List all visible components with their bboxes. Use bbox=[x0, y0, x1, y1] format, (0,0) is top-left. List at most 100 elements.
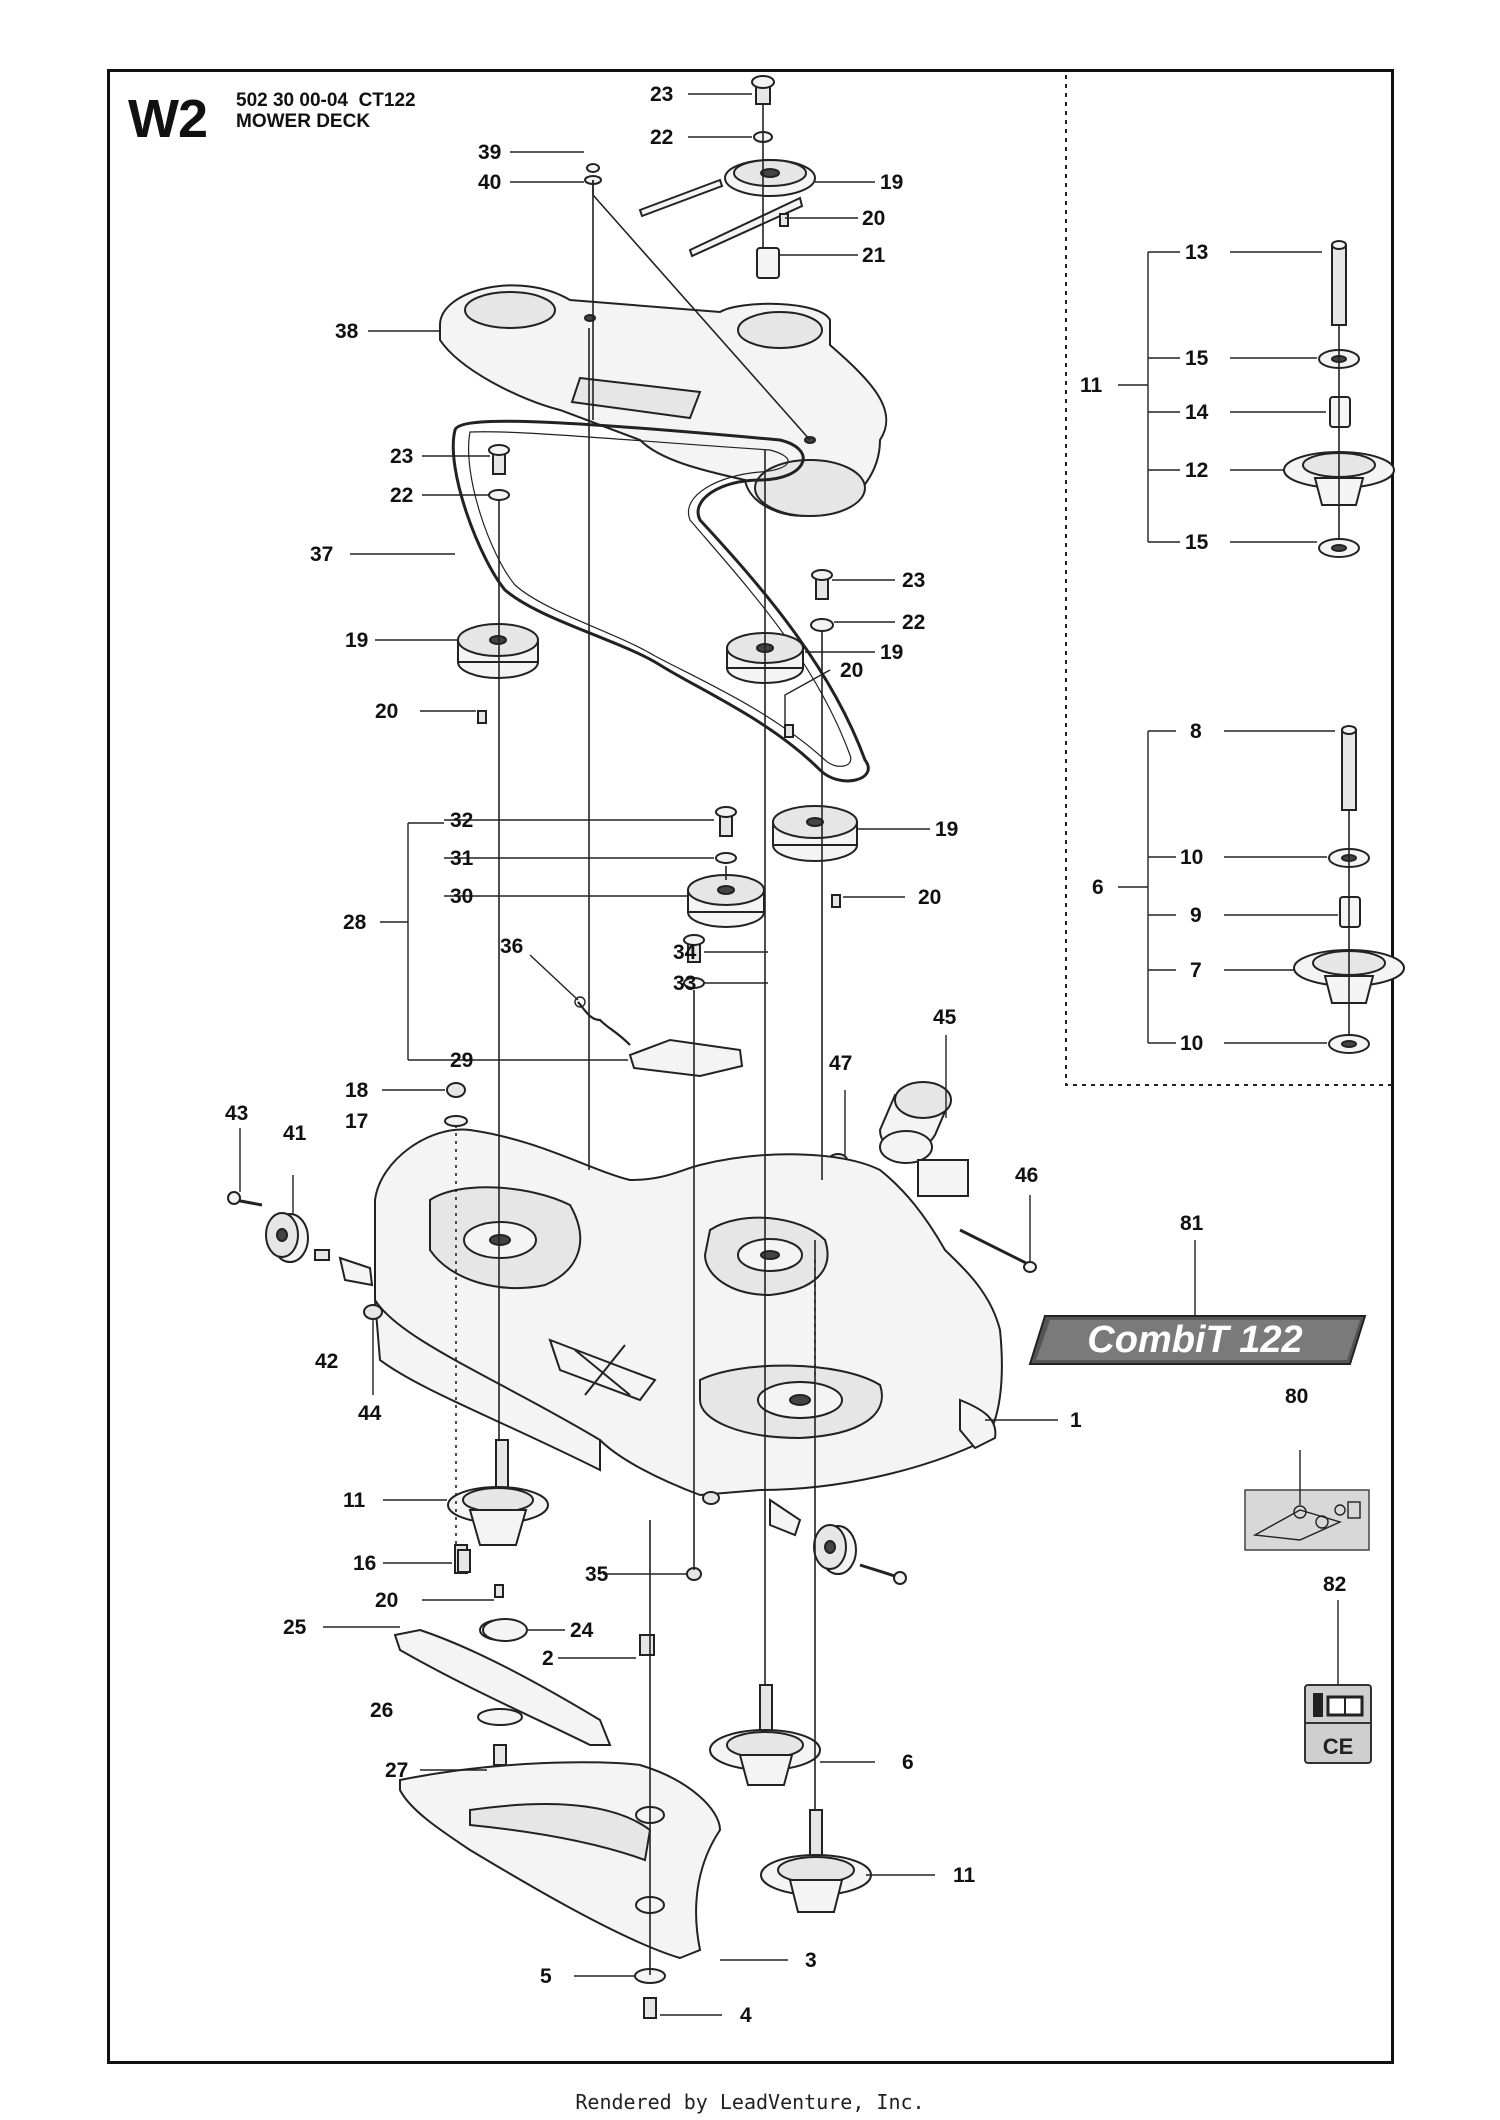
callout-81: 81 bbox=[1180, 1212, 1204, 1235]
sheet-subtitle: 502 30 00-04 CT122 MOWER DECK bbox=[236, 90, 416, 132]
callout-11: 11 bbox=[1080, 374, 1103, 397]
callout-27: 27 bbox=[385, 1759, 408, 1782]
callout-10: 10 bbox=[1180, 1032, 1203, 1055]
callout-2: 2 bbox=[542, 1647, 554, 1670]
callout-20: 20 bbox=[375, 1589, 398, 1612]
callout-24: 24 bbox=[570, 1619, 594, 1642]
callout-6: 6 bbox=[902, 1751, 914, 1774]
sheet-title: MOWER DECK bbox=[236, 111, 371, 132]
callout-11: 11 bbox=[953, 1864, 976, 1887]
badge-label: CombiT 122 bbox=[1087, 1319, 1302, 1361]
callout-47: 47 bbox=[829, 1052, 852, 1075]
callout-13: 13 bbox=[1185, 241, 1208, 264]
callout-20: 20 bbox=[862, 207, 885, 230]
model-code: CT122 bbox=[358, 90, 416, 111]
callout-7: 7 bbox=[1190, 959, 1202, 982]
callout-14: 14 bbox=[1185, 401, 1209, 424]
callout-23: 23 bbox=[390, 445, 413, 468]
drive-belt-inner bbox=[468, 431, 852, 767]
assembly-axis-lines bbox=[455, 104, 823, 1975]
pulley-right bbox=[772, 805, 858, 862]
model-badge-decal: CombiT 122 bbox=[1028, 1315, 1367, 1365]
pulley-left bbox=[457, 623, 539, 679]
callout-32: 32 bbox=[450, 809, 473, 832]
callout-29: 29 bbox=[450, 1049, 473, 1072]
belt-cover bbox=[439, 284, 888, 517]
callout-80: 80 bbox=[1285, 1385, 1308, 1408]
callout-6: 6 bbox=[1092, 876, 1104, 899]
bolt-27 bbox=[493, 1744, 507, 1766]
callout-20: 20 bbox=[375, 700, 398, 723]
spindle-right bbox=[760, 1809, 872, 1913]
callout-1: 1 bbox=[1070, 1409, 1082, 1432]
blade-guard-slot bbox=[469, 1803, 652, 1862]
top-idler-assembly bbox=[584, 75, 816, 279]
callout-19: 19 bbox=[345, 629, 368, 652]
svg-text:CE: CE bbox=[1323, 1734, 1354, 1759]
washer-17 bbox=[444, 1115, 468, 1127]
callout-35: 35 bbox=[585, 1563, 609, 1586]
belt-routing-decal bbox=[1244, 1489, 1370, 1551]
callout-26: 26 bbox=[370, 1699, 393, 1722]
tension-arm-assembly bbox=[574, 806, 765, 1078]
callout-30: 30 bbox=[450, 885, 473, 908]
sheet-id: W2 bbox=[128, 89, 208, 149]
callout-18: 18 bbox=[345, 1079, 369, 1102]
key-left bbox=[477, 710, 487, 724]
callout-40: 40 bbox=[478, 171, 501, 194]
footer-credit: Rendered by LeadVenture, Inc. bbox=[575, 2090, 925, 2114]
callout-3: 3 bbox=[805, 1949, 817, 1972]
callout-46: 46 bbox=[1015, 1164, 1038, 1187]
callout-41: 41 bbox=[283, 1122, 307, 1145]
inset-box-border bbox=[1065, 75, 1394, 1086]
callout-20: 20 bbox=[918, 886, 941, 909]
drive-belt bbox=[451, 419, 870, 783]
callout-42: 42 bbox=[315, 1350, 338, 1373]
leader-lines bbox=[239, 93, 1339, 2016]
callout-25: 25 bbox=[283, 1616, 307, 1639]
callout-31: 31 bbox=[450, 847, 474, 870]
center-left-hardware bbox=[488, 444, 834, 632]
callout-10: 10 bbox=[1180, 846, 1203, 869]
callout-23: 23 bbox=[902, 569, 925, 592]
diagram-frame bbox=[107, 69, 1394, 2064]
callout-28: 28 bbox=[343, 911, 367, 934]
callout-17: 17 bbox=[345, 1110, 368, 1133]
callout-11: 11 bbox=[343, 1489, 366, 1512]
callout-44: 44 bbox=[358, 1402, 382, 1425]
key-center bbox=[784, 724, 794, 738]
callout-5: 5 bbox=[540, 1965, 552, 1988]
callout-19: 19 bbox=[935, 818, 958, 841]
callout-19: 19 bbox=[880, 641, 903, 664]
bearing-24 bbox=[482, 1618, 528, 1642]
callout-20: 20 bbox=[840, 659, 863, 682]
rear-right-wheel bbox=[702, 1491, 907, 1585]
callout-labels: 23 22 39 40 19 20 21 38 23 22 37 23 22 1… bbox=[225, 83, 1346, 2027]
callout-43: 43 bbox=[225, 1102, 248, 1125]
callout-19: 19 bbox=[880, 171, 903, 194]
callout-38: 38 bbox=[335, 320, 359, 343]
info-ce-decal: CE bbox=[1304, 1684, 1372, 1764]
callout-39: 39 bbox=[478, 141, 501, 164]
mower-deck-housing bbox=[374, 1128, 1003, 1497]
callout-15: 15 bbox=[1185, 347, 1209, 370]
callout-21: 21 bbox=[862, 244, 886, 267]
inset-spindle-11 bbox=[1283, 240, 1395, 558]
front-left-wheel bbox=[227, 1191, 383, 1320]
callout-33: 33 bbox=[673, 972, 696, 995]
spindle-center bbox=[709, 1684, 821, 1786]
callout-82: 82 bbox=[1323, 1573, 1346, 1596]
callout-15: 15 bbox=[1185, 531, 1209, 554]
blade-guard bbox=[399, 1761, 722, 1960]
inset-spindle-6 bbox=[1293, 725, 1405, 1054]
spindle-left bbox=[447, 1439, 549, 1641]
callout-23: 23 bbox=[650, 83, 673, 106]
callout-16: 16 bbox=[353, 1552, 376, 1575]
callout-36: 36 bbox=[500, 935, 523, 958]
bolt-4 bbox=[643, 1997, 657, 2019]
callout-37: 37 bbox=[310, 543, 333, 566]
washer-26 bbox=[477, 1708, 523, 1726]
bolt-16 bbox=[457, 1549, 471, 1573]
spacer-2 bbox=[639, 1634, 655, 1656]
